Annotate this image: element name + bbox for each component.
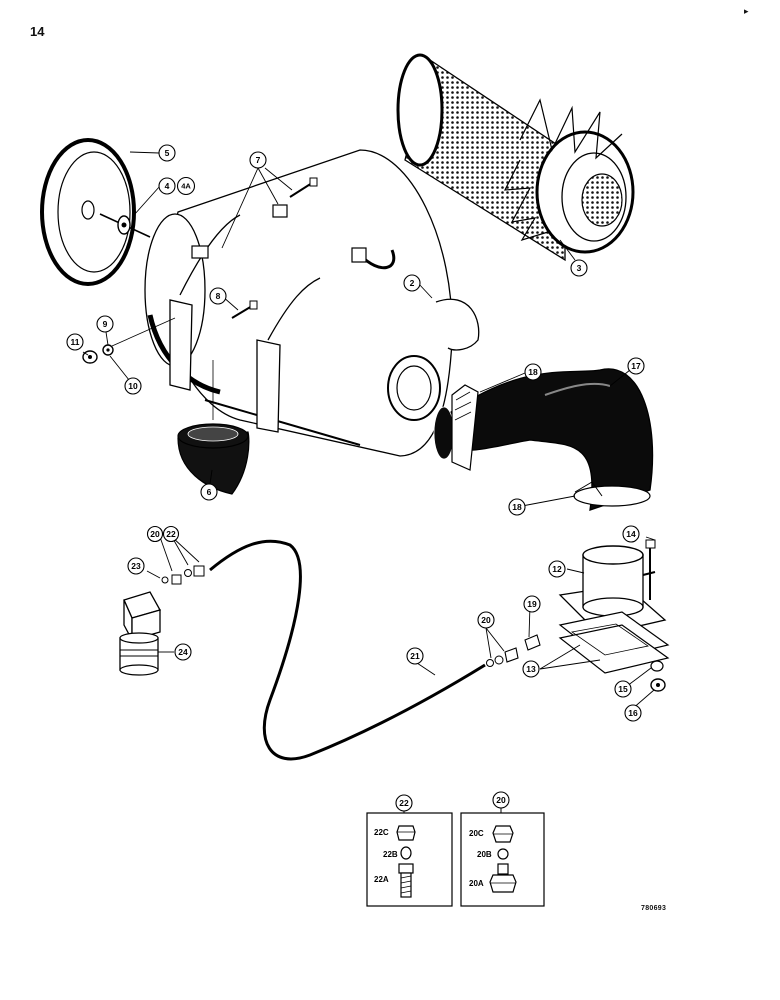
inset-22-number: 22 xyxy=(395,794,413,812)
svg-text:20: 20 xyxy=(481,615,491,625)
callout-21: 21 xyxy=(406,647,424,665)
svg-text:5: 5 xyxy=(165,148,170,158)
filter-element xyxy=(396,53,635,262)
callout-2: 2 xyxy=(403,274,421,292)
svg-text:14: 14 xyxy=(626,529,636,539)
svg-text:19: 19 xyxy=(527,599,537,609)
fittings-20 xyxy=(486,647,519,667)
svg-text:9: 9 xyxy=(103,319,108,329)
bolt-14 xyxy=(645,539,656,600)
callout-23: 23 xyxy=(127,557,145,575)
callout-3: 3 xyxy=(570,259,588,277)
callout-13: 13 xyxy=(522,660,540,678)
inset-22-label-a: 22A xyxy=(374,875,389,884)
air-cleaner-body xyxy=(144,149,480,457)
inset-22-label-c: 22C xyxy=(374,828,389,837)
callout-14: 14 xyxy=(622,525,640,543)
dust-cup xyxy=(177,360,250,495)
callout-17: 17 xyxy=(627,357,645,375)
svg-text:18: 18 xyxy=(512,502,522,512)
svg-text:17: 17 xyxy=(631,361,641,371)
inset-20-label-c: 20C xyxy=(469,829,484,838)
svg-text:21: 21 xyxy=(410,651,420,661)
wing-nut-assembly xyxy=(99,213,151,238)
drawing-number: 780693 xyxy=(641,905,667,912)
callout-4a: 4A xyxy=(176,176,196,196)
bolt-8 xyxy=(231,300,258,319)
svg-text:4A: 4A xyxy=(181,182,191,191)
svg-text:16: 16 xyxy=(628,708,638,718)
svg-text:6: 6 xyxy=(207,487,212,497)
page-number: 14 xyxy=(30,24,45,39)
callout-5: 5 xyxy=(158,144,176,162)
callout-7: 7 xyxy=(249,151,267,169)
callout-11: 11 xyxy=(66,333,84,351)
svg-text:18: 18 xyxy=(528,367,538,377)
svg-text:22: 22 xyxy=(399,798,409,808)
mounting-brackets xyxy=(169,204,367,433)
inset-20-number: 20 xyxy=(492,791,510,809)
svg-text:15: 15 xyxy=(618,684,628,694)
hose-clamps xyxy=(451,384,651,507)
svg-text:13: 13 xyxy=(526,664,536,674)
callout-4: 4 xyxy=(158,177,176,195)
corner-mark: ▸ xyxy=(744,6,749,16)
svg-text:24: 24 xyxy=(178,647,188,657)
bolt-7 xyxy=(289,177,318,198)
svg-text:8: 8 xyxy=(216,291,221,301)
fitting-19 xyxy=(524,634,541,651)
callout-12: 12 xyxy=(548,560,566,578)
svg-text:12: 12 xyxy=(552,564,562,574)
callout-15: 15 xyxy=(614,680,632,698)
callout-24: 24 xyxy=(174,643,192,661)
inset-20-label-a: 20A xyxy=(469,879,484,888)
callout-18-top: 18 xyxy=(524,363,542,381)
callout-9: 9 xyxy=(96,315,114,333)
inset-22-label-b: 22B xyxy=(383,850,398,859)
callout-22: 22 xyxy=(162,525,180,543)
svg-text:7: 7 xyxy=(256,155,261,165)
svg-text:10: 10 xyxy=(128,381,138,391)
callout-6: 6 xyxy=(200,483,218,501)
washer-and-nut xyxy=(650,660,666,692)
fittings-22 xyxy=(161,565,205,585)
callout-19: 19 xyxy=(523,595,541,613)
restriction-indicator xyxy=(119,591,161,676)
svg-text:20: 20 xyxy=(150,529,160,539)
svg-text:3: 3 xyxy=(577,263,582,273)
inset-fitting-20: 20 20C 20B 20A xyxy=(460,791,545,907)
svg-text:2: 2 xyxy=(410,278,415,288)
svg-text:22: 22 xyxy=(166,529,176,539)
svg-text:23: 23 xyxy=(131,561,141,571)
callout-18-bottom: 18 xyxy=(508,498,526,516)
callout-10: 10 xyxy=(124,377,142,395)
svg-text:11: 11 xyxy=(71,337,80,347)
cover-disc xyxy=(40,138,136,286)
callout-20-left: 20 xyxy=(146,525,164,543)
svg-text:20: 20 xyxy=(496,795,506,805)
inset-fitting-22: 22 22C 22B 22A xyxy=(366,794,453,907)
callout-20-right: 20 xyxy=(477,611,495,629)
leader-lines xyxy=(82,151,656,711)
intake-hose xyxy=(433,368,654,511)
inset-20-label-b: 20B xyxy=(477,850,492,859)
callout-16: 16 xyxy=(624,704,642,722)
restriction-tube xyxy=(209,539,486,761)
svg-text:4: 4 xyxy=(165,181,170,191)
intake-adapter xyxy=(558,545,667,636)
callout-8: 8 xyxy=(209,287,227,305)
